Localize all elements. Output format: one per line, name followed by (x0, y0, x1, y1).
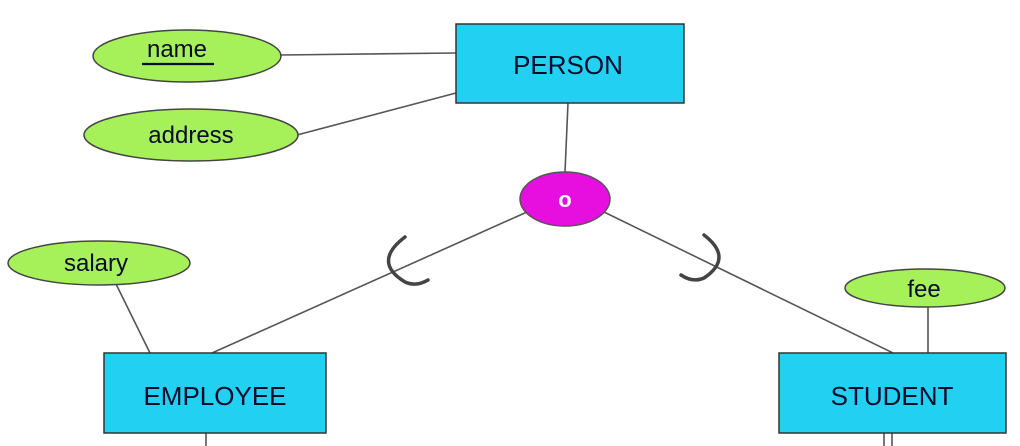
address-label: address (148, 122, 233, 149)
employee-box (103, 352, 327, 434)
overlap-to-employee-line (211, 211, 528, 354)
entity-person[interactable]: PERSON (455, 23, 685, 104)
name-ellipse (92, 29, 282, 83)
salary-label: salary (64, 250, 128, 277)
overlap-ellipse (519, 171, 611, 227)
employee-subset-arc (386, 235, 430, 286)
fee-label: fee (907, 276, 940, 303)
salary-ellipse (7, 240, 191, 286)
connectors (115, 52, 929, 446)
person-box (455, 23, 685, 104)
salary-to-employee-line (115, 283, 151, 354)
student-box (778, 352, 1007, 434)
subset-arcs (386, 233, 721, 286)
fee-ellipse (844, 268, 1006, 308)
student-subset-arc (679, 233, 721, 282)
attribute-name[interactable]: name (92, 29, 282, 83)
name-to-person-line (280, 52, 457, 56)
person-label: PERSON (513, 50, 623, 80)
attribute-address[interactable]: address (83, 108, 299, 162)
overlap-specialization[interactable]: o (519, 171, 611, 227)
name-label: name (147, 36, 207, 63)
overlap-to-student-line (603, 211, 894, 354)
attribute-salary[interactable]: salary (7, 240, 191, 286)
entity-student[interactable]: STUDENT (778, 352, 1007, 434)
employee-label: EMPLOYEE (143, 381, 286, 411)
address-ellipse (83, 108, 299, 162)
entity-employee[interactable]: EMPLOYEE (103, 352, 327, 434)
overlap-label: o (558, 187, 571, 212)
address-to-person-line (296, 92, 457, 136)
student-label: STUDENT (831, 381, 954, 411)
attribute-fee[interactable]: fee (844, 268, 1006, 308)
person-to-overlap-line (564, 102, 569, 173)
